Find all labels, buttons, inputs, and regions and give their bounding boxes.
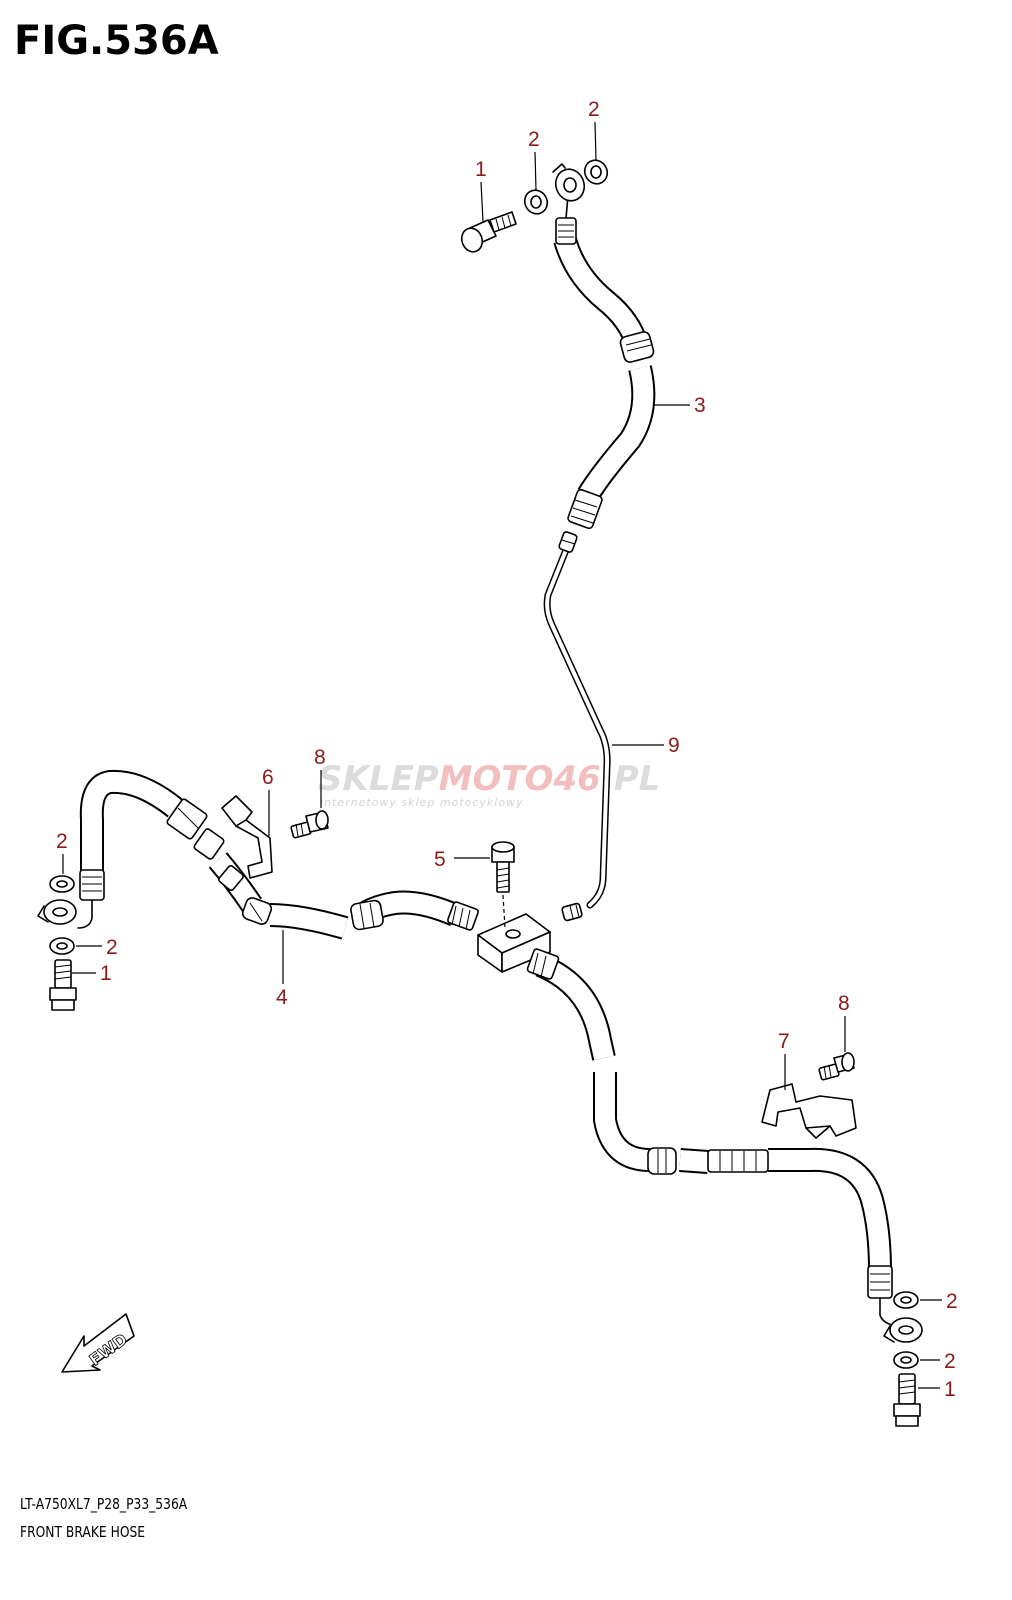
left-clamp — [221, 795, 273, 879]
left-washer-top — [49, 875, 75, 893]
callout-hose-4: 4 — [276, 986, 288, 1009]
watermark-brand-c: 46 — [553, 759, 601, 799]
figure-code: LT-A750XL7_P28_P33_536A — [20, 1495, 188, 1513]
callout-left-bolt: 1 — [100, 962, 112, 985]
junction-block — [477, 913, 551, 973]
callout-bolt-8-right: 8 — [838, 992, 850, 1015]
right-banjo-bolt — [893, 1373, 921, 1427]
left-clamp-bolt — [290, 810, 329, 839]
left-hose — [77, 769, 479, 940]
right-banjo — [883, 1317, 923, 1343]
top-washer-a — [523, 189, 549, 215]
junction-bolt — [491, 841, 515, 929]
watermark-brand-b: MOTO — [439, 759, 554, 799]
callout-top-washer-a: 2 — [528, 128, 540, 151]
left-banjo-bolt — [49, 959, 77, 1011]
callout-top-bolt: 1 — [475, 158, 487, 181]
callout-bolt-5: 5 — [434, 848, 446, 871]
metal-pipe — [543, 531, 611, 922]
watermark-tagline: internetowy sklep motocyklowy — [320, 796, 524, 809]
right-washer-bottom — [893, 1351, 919, 1369]
right-hose — [526, 948, 893, 1326]
callout-clamp-6: 6 — [262, 766, 274, 789]
callout-left-washer-top: 2 — [56, 830, 68, 853]
svg-text:SKLEPMOTO46.PL: SKLEPMOTO46.PL — [318, 759, 660, 799]
right-clamp — [761, 1083, 857, 1139]
callout-hose-3: 3 — [694, 394, 706, 417]
left-banjo — [37, 899, 77, 925]
callouts: 1 2 2 3 9 8 6 5 2 2 1 4 8 — [56, 98, 958, 1401]
callout-clamp-7: 7 — [778, 1030, 790, 1053]
callout-top-washer-b: 2 — [588, 98, 600, 121]
callout-right-washer-top: 2 — [946, 1290, 958, 1313]
watermark-brand-d: .PL — [601, 759, 661, 799]
figure-name: FRONT BRAKE HOSE — [20, 1523, 146, 1541]
top-washer-b — [583, 159, 609, 185]
callout-left-washer-bottom: 2 — [106, 936, 118, 959]
top-banjo-bolt — [460, 211, 517, 253]
fwd-arrow: FWD — [61, 1313, 135, 1373]
callout-bolt-8-left: 8 — [314, 746, 326, 769]
callout-right-washer-bottom: 2 — [944, 1350, 956, 1373]
watermark-brand-a: SKLEP — [318, 759, 439, 799]
left-washer-bottom — [49, 937, 75, 955]
watermark: SKLEPMOTO46.PL internetowy sklep motocyk… — [318, 759, 660, 809]
upper-hose — [552, 163, 656, 530]
figure-title: FIG.536A — [14, 18, 219, 64]
right-washer-top — [893, 1291, 919, 1309]
callout-pipe-9: 9 — [668, 734, 680, 757]
right-clamp-bolt — [818, 1052, 855, 1081]
callout-right-bolt: 1 — [944, 1378, 956, 1401]
